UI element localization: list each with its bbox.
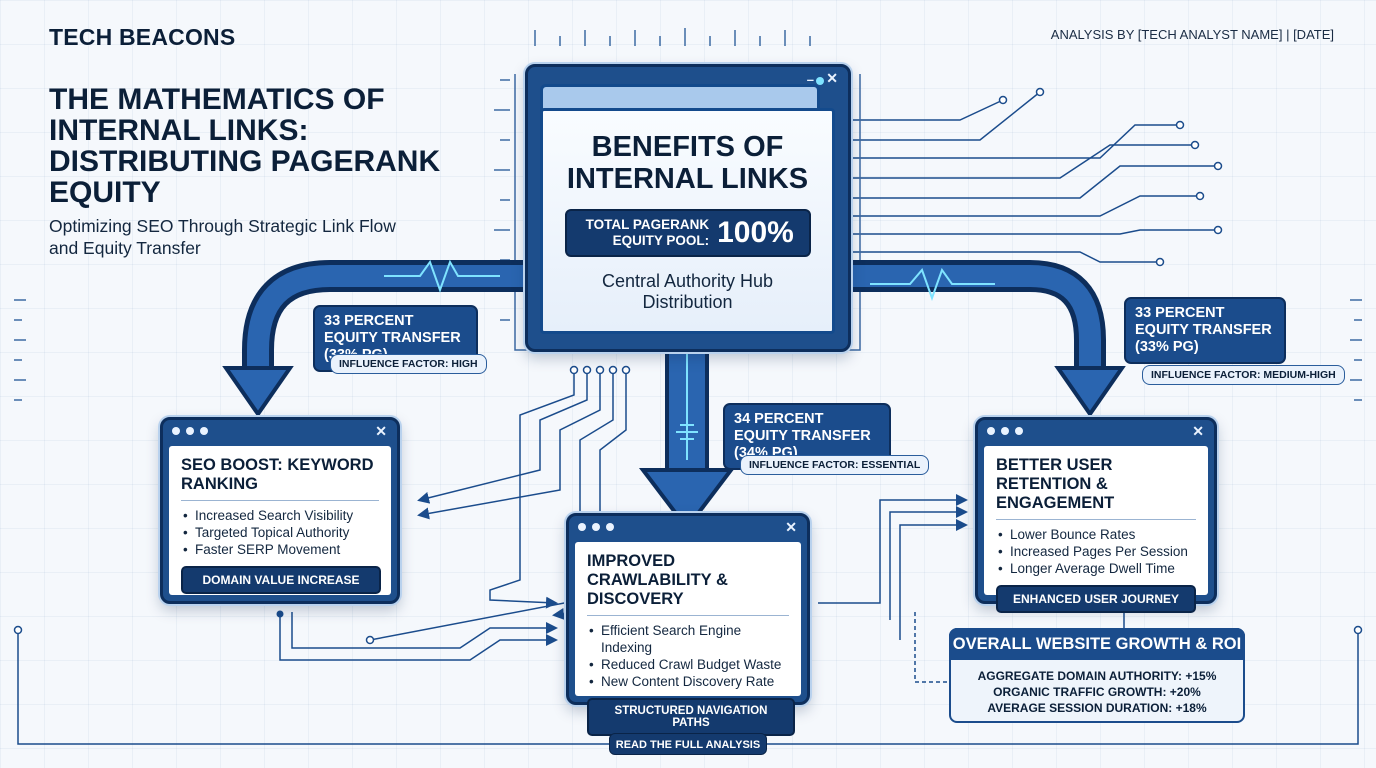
list-item: Reduced Crawl Budget Waste	[587, 656, 789, 673]
list-item: Increased Pages Per Session	[996, 543, 1196, 560]
domain-value-button[interactable]: DOMAIN VALUE INCREASE	[181, 566, 381, 594]
list-item: Efficient Search Engine Indexing	[587, 622, 789, 656]
close-icon[interactable]: ✕	[826, 70, 838, 86]
window-dots-icon	[987, 427, 1023, 435]
hub-window-bar: – ✕	[528, 67, 848, 91]
retention-card-bar: ✕	[978, 420, 1214, 444]
growth-metrics: AGGREGATE DOMAIN AUTHORITY: +15% ORGANIC…	[951, 668, 1243, 716]
divider	[587, 615, 789, 616]
status-dot-icon	[816, 77, 824, 85]
seo-boost-card: ✕ SEO BOOST: KEYWORD RANKING Increased S…	[160, 417, 400, 604]
crawlability-card: ✕ IMPROVED CRAWLABILITY & DISCOVERY Effi…	[566, 513, 810, 736]
close-icon[interactable]: ✕	[1192, 423, 1204, 439]
list-item: Lower Bounce Rates	[996, 526, 1196, 543]
equity-pool-label: TOTAL PAGERANK EQUITY POOL:	[585, 217, 710, 248]
crawl-benefit-list: Efficient Search Engine Indexing Reduced…	[587, 622, 789, 690]
page-title: THE MATHEMATICS OF INTERNAL LINKS: DISTR…	[49, 83, 441, 209]
close-icon[interactable]: ✕	[375, 423, 387, 439]
retention-card-title: BETTER USER RETENTION & ENGAGEMENT	[996, 456, 1115, 512]
list-item: Targeted Topical Authority	[181, 524, 379, 541]
retention-benefit-list: Lower Bounce Rates Increased Pages Per S…	[996, 526, 1196, 577]
list-item: Increased Search Visibility	[181, 507, 379, 524]
seo-card-bar: ✕	[163, 420, 397, 444]
seo-benefit-list: Increased Search Visibility Targeted Top…	[181, 507, 379, 558]
page-subtitle: Optimizing SEO Through Strategic Link Fl…	[49, 216, 396, 258]
crawl-card-bar: ✕	[569, 516, 807, 540]
hub-panel: BENEFITS OF INTERNAL LINKS TOTAL PAGERAN…	[540, 108, 835, 334]
window-dots-icon	[578, 523, 614, 531]
list-item: Faster SERP Movement	[181, 541, 379, 558]
metric-organic-traffic: ORGANIC TRAFFIC GROWTH: +20%	[993, 685, 1201, 699]
crawl-card-title: IMPROVED CRAWLABILITY & DISCOVERY	[587, 552, 728, 608]
minimize-icon[interactable]: –	[806, 72, 814, 87]
right-transfer-label: 33 PERCENT EQUITY TRANSFER (33% PG)	[1124, 297, 1286, 364]
divider	[996, 519, 1196, 520]
read-full-analysis-button[interactable]: READ THE FULL ANALYSIS	[609, 733, 767, 755]
equity-pool-value: 100%	[717, 216, 794, 249]
metric-session-duration: AVERAGE SESSION DURATION: +18%	[987, 701, 1207, 715]
crawl-card-body: IMPROVED CRAWLABILITY & DISCOVERY Effici…	[575, 542, 801, 736]
close-icon[interactable]: ✕	[785, 519, 797, 535]
window-dots-icon	[172, 427, 208, 435]
left-influence-factor: INFLUENCE FACTOR: HIGH	[330, 354, 487, 374]
metric-domain-authority: AGGREGATE DOMAIN AUTHORITY: +15%	[977, 669, 1217, 683]
divider	[181, 500, 379, 501]
hub-title: BENEFITS OF INTERNAL LINKS	[566, 131, 809, 195]
hub-caption: Central Authority Hub Distribution	[601, 271, 774, 312]
equity-pool-badge: TOTAL PAGERANK EQUITY POOL: 100%	[564, 209, 811, 257]
list-item: Longer Average Dwell Time	[996, 560, 1196, 577]
growth-panel-title: OVERALL WEBSITE GROWTH & ROI	[949, 628, 1245, 660]
seo-card-body: SEO BOOST: KEYWORD RANKING Increased Sea…	[169, 446, 391, 595]
user-journey-button[interactable]: ENHANCED USER JOURNEY	[996, 585, 1196, 613]
retention-card: ✕ BETTER USER RETENTION & ENGAGEMENT Low…	[975, 417, 1217, 613]
brand-logo-text: TECH BEACONS	[49, 24, 236, 50]
byline: ANALYSIS BY [TECH ANALYST NAME] | [DATE]	[1050, 27, 1334, 42]
list-item: New Content Discovery Rate	[587, 673, 789, 690]
growth-roi-panel: OVERALL WEBSITE GROWTH & ROI AGGREGATE D…	[949, 628, 1245, 723]
right-influence-factor: INFLUENCE FACTOR: MEDIUM-HIGH	[1142, 365, 1345, 385]
seo-card-title: SEO BOOST: KEYWORD RANKING	[181, 456, 374, 493]
navigation-paths-button[interactable]: STRUCTURED NAVIGATION PATHS	[587, 698, 795, 736]
center-influence-factor: INFLUENCE FACTOR: ESSENTIAL	[740, 455, 930, 475]
retention-card-body: BETTER USER RETENTION & ENGAGEMENT Lower…	[984, 446, 1208, 613]
